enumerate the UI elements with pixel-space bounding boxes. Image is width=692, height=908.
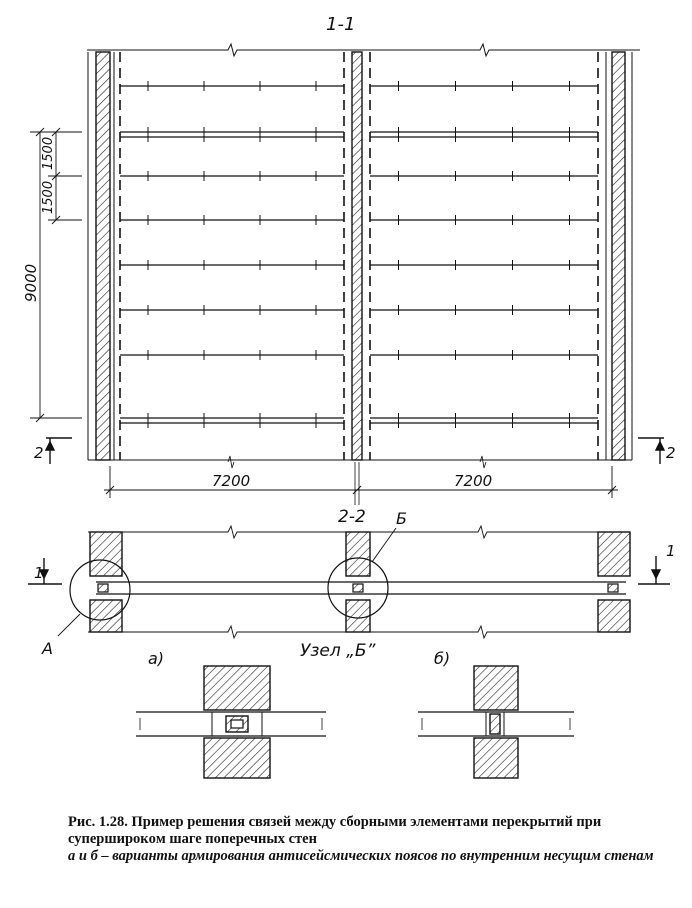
section-2-2-label: 2-2	[338, 507, 366, 527]
cut-1-left-label: 1	[34, 564, 44, 582]
horizontal-dimensions	[104, 455, 618, 498]
variant-b-detail	[418, 665, 574, 779]
dim-1500-label-b: 1500	[41, 181, 56, 214]
node-b-label: Б	[396, 509, 407, 528]
cut-1-right-label: 1	[666, 542, 676, 560]
variant-a-detail	[136, 665, 326, 779]
figure-caption: Рис. 1.28. Пример решения связей между с…	[68, 814, 668, 865]
node-b-circle	[327, 557, 389, 619]
vertical-dimensions	[30, 127, 82, 423]
variant-b-label: б)	[434, 649, 450, 668]
section-1-1-label: 1-1	[326, 14, 355, 35]
node-a-circle	[69, 559, 131, 621]
right-wall	[611, 51, 626, 461]
cut-2-left-label: 2	[34, 444, 44, 462]
section-2-2	[28, 524, 670, 640]
caption-subtitle: а и б – варианты армирования антисейсмич…	[68, 848, 654, 864]
middle-wall	[351, 51, 363, 461]
caption-title: Пример решения связей между сборными эле…	[68, 814, 602, 847]
left-wall	[95, 51, 111, 461]
cut-marks-2	[44, 437, 666, 464]
dim-7200-left-label: 7200	[212, 472, 250, 490]
dim-9000-label: 9000	[22, 264, 40, 302]
cut-2-right-label: 2	[666, 444, 676, 462]
slab-joints	[120, 81, 598, 428]
structural-drawing: 9000 1500 1500 1-1 2 2 7200 7200 2-2	[22, 14, 676, 779]
dim-7200-right-label: 7200	[454, 472, 492, 490]
node-a-label: А	[41, 639, 53, 658]
node-b-title: Узел „Б”	[300, 641, 376, 661]
dim-1500-label-a: 1500	[41, 137, 56, 170]
caption-figure-number: Рис. 1.28.	[68, 814, 128, 830]
caption-title-line: Рис. 1.28. Пример решения связей между с…	[68, 814, 668, 848]
variant-a-label: а)	[148, 649, 164, 668]
plan-section-1-1	[87, 42, 640, 505]
